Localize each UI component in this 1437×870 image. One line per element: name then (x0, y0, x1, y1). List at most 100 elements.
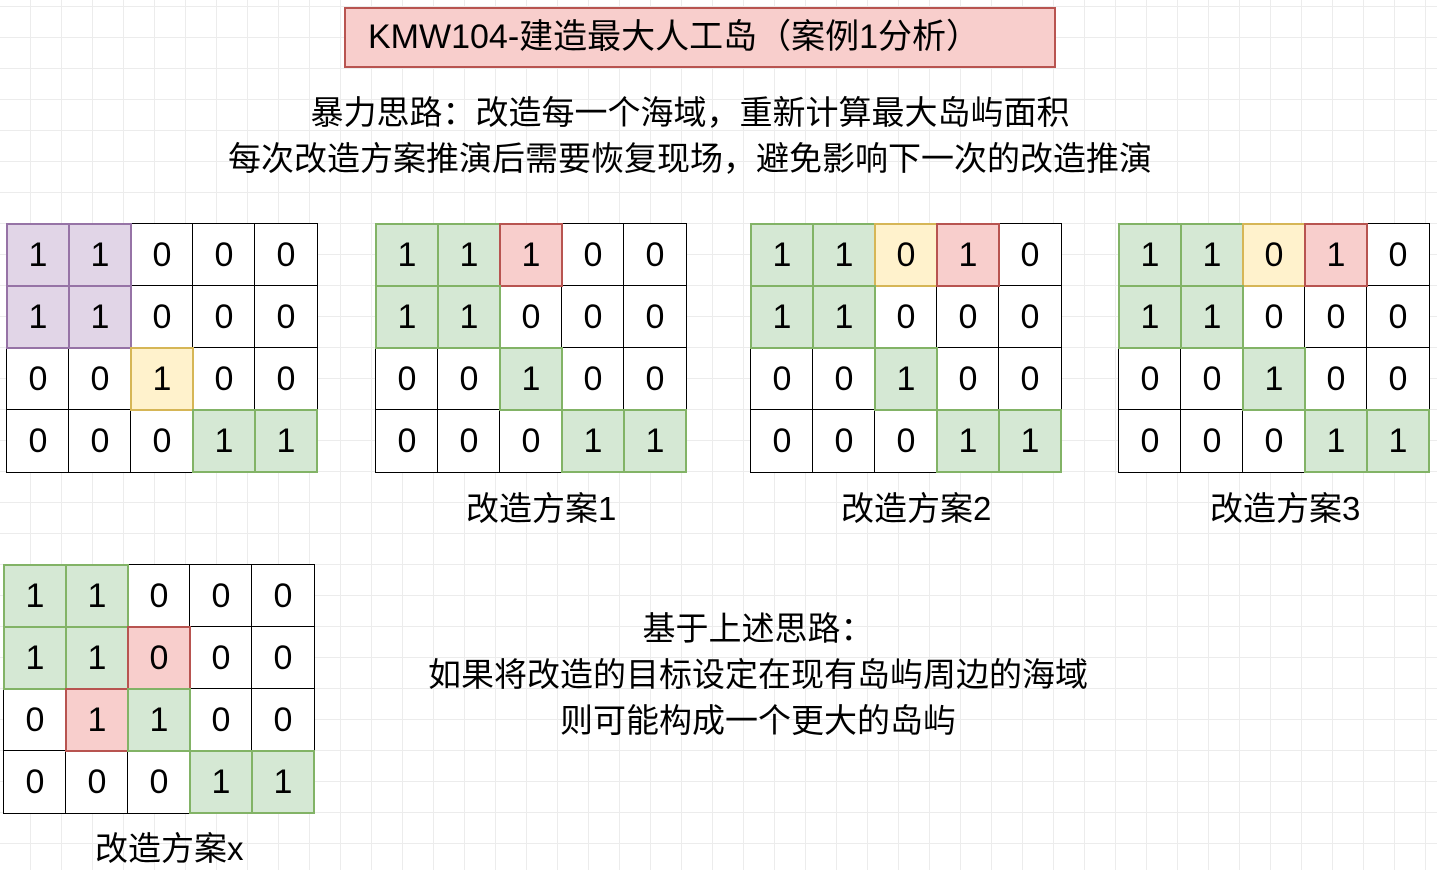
intro-line-2: 每次改造方案推演后需要恢复现场，避免影响下一次的改造推演 (228, 140, 1152, 177)
grid-cell: 0 (192, 347, 256, 411)
grid-cell: 0 (375, 409, 439, 473)
grid-cell: 0 (874, 285, 938, 349)
grid-cell: 0 (6, 409, 70, 473)
grid-cell: 1 (1118, 285, 1182, 349)
grid-cell: 1 (936, 223, 1000, 287)
grid-cell: 0 (936, 285, 1000, 349)
grid-cell: 0 (750, 409, 814, 473)
conclusion-line-2: 如果将改造的目标设定在现有岛屿周边的海域 (428, 656, 1088, 693)
grid-cell: 0 (254, 223, 318, 287)
grid-cell: 0 (65, 750, 129, 814)
grid-cell: 1 (68, 285, 132, 349)
grid-cell: 1 (130, 347, 194, 411)
grid-cell: 1 (127, 688, 191, 752)
grid-cell: 0 (1242, 409, 1306, 473)
grid-cell: 1 (1180, 285, 1244, 349)
grid-cell: 0 (437, 409, 501, 473)
grid-cell: 0 (192, 223, 256, 287)
diagram-title: KMW104-建造最大人工岛（案例1分析） (344, 7, 1056, 68)
grid-cell: 1 (1242, 347, 1306, 411)
grid-cell: 0 (561, 347, 625, 411)
grid-cell: 1 (623, 409, 687, 473)
grid-cell: 1 (65, 564, 129, 628)
grid-cell: 0 (1304, 347, 1368, 411)
grid-cell: 0 (189, 626, 253, 690)
grid-cell: 1 (499, 223, 563, 287)
grid-cell: 1 (192, 409, 256, 473)
grid-cell: 0 (130, 223, 194, 287)
grid-cell: 0 (874, 409, 938, 473)
grid-cell: 0 (1242, 285, 1306, 349)
grid-cell: 0 (1118, 347, 1182, 411)
grid-cell: 0 (1180, 409, 1244, 473)
grid-cell: 0 (998, 285, 1062, 349)
grid-cell: 1 (375, 285, 439, 349)
grid-cell: 0 (1366, 223, 1430, 287)
grid-cell: 0 (189, 688, 253, 752)
grid-cell: 1 (3, 564, 67, 628)
grid-cell: 0 (189, 564, 253, 628)
grid-cell: 0 (1242, 223, 1306, 287)
grid-cell: 0 (812, 409, 876, 473)
grid-cell: 0 (812, 347, 876, 411)
grid-cell: 1 (1304, 223, 1368, 287)
grid-cell: 1 (998, 409, 1062, 473)
grid-cell: 0 (1366, 285, 1430, 349)
grid-cell: 1 (65, 688, 129, 752)
grid-cell: 1 (874, 347, 938, 411)
conclusion-line-1: 基于上述思路： (642, 610, 874, 647)
grid-cell: 1 (1304, 409, 1368, 473)
grid-cell: 0 (998, 223, 1062, 287)
grid-cell: 1 (499, 347, 563, 411)
grid-cell: 0 (68, 409, 132, 473)
grid-cell: 1 (812, 223, 876, 287)
grid-cell: 0 (623, 223, 687, 287)
grid-cell: 0 (623, 285, 687, 349)
grid-cell: 0 (499, 285, 563, 349)
grid-cell: 1 (254, 409, 318, 473)
grid-cell: 0 (375, 347, 439, 411)
grid-cell: 0 (6, 347, 70, 411)
grid-cell: 0 (127, 750, 191, 814)
caption-plan-x: 改造方案x (95, 830, 244, 867)
grid-cell: 0 (127, 564, 191, 628)
grid-cell: 0 (130, 285, 194, 349)
grid-cell: 1 (1366, 409, 1430, 473)
intro-line-1: 暴力思路：改造每一个海域，重新计算最大岛屿面积 (310, 94, 1070, 131)
conclusion-text: 基于上述思路： 如果将改造的目标设定在现有岛屿周边的海域 则可能构成一个更大的岛… (387, 606, 1129, 744)
grid-cell: 0 (251, 564, 315, 628)
grid-cell: 1 (375, 223, 439, 287)
grid-cell: 1 (6, 285, 70, 349)
grid-cell: 0 (998, 347, 1062, 411)
grid-cell: 0 (1366, 347, 1430, 411)
grid-cell: 0 (192, 285, 256, 349)
grid-cell: 0 (499, 409, 563, 473)
grid-cell: 1 (251, 750, 315, 814)
grid-cell: 0 (750, 347, 814, 411)
grid-cell: 0 (251, 626, 315, 690)
grid-cell: 0 (3, 750, 67, 814)
grid-cell: 0 (437, 347, 501, 411)
grid-cell: 1 (6, 223, 70, 287)
grid-cell: 0 (254, 347, 318, 411)
grid-cell: 0 (254, 285, 318, 349)
caption-plan-1: 改造方案1 (466, 490, 617, 527)
grid-cell: 1 (561, 409, 625, 473)
grid-cell: 1 (936, 409, 1000, 473)
grid-cell: 0 (561, 285, 625, 349)
grid-cell: 0 (936, 347, 1000, 411)
caption-plan-3: 改造方案3 (1210, 490, 1361, 527)
grid-cell: 0 (623, 347, 687, 411)
grid-cell: 0 (130, 409, 194, 473)
grid-cell: 1 (189, 750, 253, 814)
intro-text: 暴力思路：改造每一个海域，重新计算最大岛屿面积 每次改造方案推演后需要恢复现场，… (0, 90, 1380, 182)
grid-cell: 0 (3, 688, 67, 752)
grid-cell: 1 (437, 285, 501, 349)
grid-cell: 0 (251, 688, 315, 752)
grid-cell: 0 (561, 223, 625, 287)
grid-cell: 1 (65, 626, 129, 690)
